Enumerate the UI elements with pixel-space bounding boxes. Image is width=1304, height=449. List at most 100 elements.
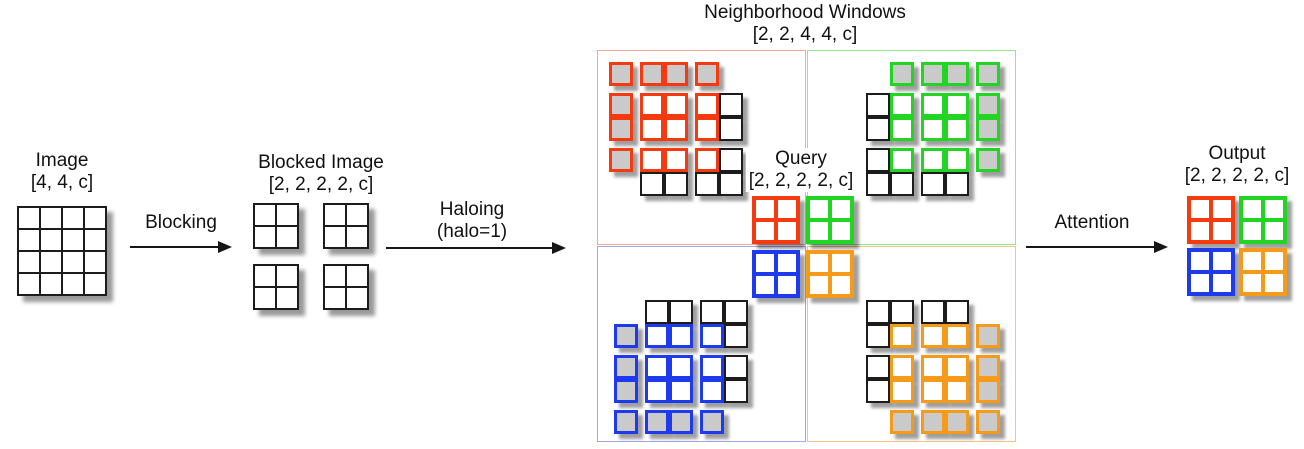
halo-cell [614, 324, 638, 348]
neighbor-cell [890, 172, 914, 196]
block-inner-cell [832, 200, 850, 218]
window-cell [669, 355, 693, 379]
window-cell [645, 324, 669, 348]
window-cell [664, 117, 688, 141]
block-inner-cell [1265, 274, 1283, 292]
blocked-image-block [323, 203, 369, 249]
grid-cell [254, 265, 276, 287]
block-inner-cell [810, 276, 828, 294]
neighborhood-window-green [866, 62, 1000, 196]
neighbor-cell [669, 300, 693, 324]
window-cell [921, 355, 945, 379]
block-inner-cell [756, 222, 774, 240]
neighbor-cell [866, 300, 890, 324]
halo-cell [640, 62, 664, 86]
block-inner-cell [1213, 274, 1231, 292]
window-cell [921, 148, 945, 172]
grid-cell [254, 287, 276, 309]
grid-cell [62, 251, 84, 273]
window-cell [640, 117, 664, 141]
halo-cell [976, 62, 1000, 86]
image-grid [17, 206, 107, 296]
blocking-arrow [130, 241, 232, 253]
window-cell [700, 355, 724, 379]
window-cell [890, 355, 914, 379]
neighbor-cell [724, 379, 748, 403]
halo-cell [614, 355, 638, 379]
window-cell [890, 117, 914, 141]
grid-cell [276, 226, 298, 248]
halo-cell [669, 410, 693, 434]
block-inner-cell [778, 200, 796, 218]
block-inner-cell [756, 200, 774, 218]
neighbor-cell [640, 172, 664, 196]
neighbor-cell [866, 324, 890, 348]
block-inner-cell [810, 200, 828, 218]
attention-arrow-label: Attention [1054, 212, 1130, 233]
window-boundary-bottom-left [597, 246, 806, 442]
block-inner-cell [778, 222, 796, 240]
neighborhood-window-orange [866, 300, 1000, 434]
grid-cell [254, 226, 276, 248]
window-cell [640, 93, 664, 117]
grid-cell [40, 229, 62, 251]
query-block-red [752, 196, 800, 244]
window-cell [890, 379, 914, 403]
block-inner-cell [778, 276, 796, 294]
halo-cell [921, 410, 945, 434]
window-cell [695, 117, 719, 141]
grid-cell [276, 265, 298, 287]
output-block-blue [1187, 248, 1235, 296]
block-inner-cell [756, 276, 774, 294]
window-boundary-top-right [807, 50, 1016, 245]
window-cell [664, 148, 688, 172]
halo-cell [890, 62, 914, 86]
grid-cell [254, 204, 276, 226]
query-stage-label: Query [2, 2, 2, 2, c] [745, 148, 857, 192]
output-title: Output [1208, 143, 1266, 164]
block-inner-cell [810, 222, 828, 240]
window-cell [664, 93, 688, 117]
halo-cell [609, 148, 633, 172]
block-inner-cell [756, 254, 774, 272]
halo-cell [700, 410, 724, 434]
neighbor-cell [724, 355, 748, 379]
halo-cell [976, 148, 1000, 172]
window-boundary-top-left [597, 50, 806, 245]
window-cell [700, 324, 724, 348]
neighbor-cell [700, 300, 724, 324]
output-block-green [1239, 196, 1287, 244]
neighbor-cell [921, 300, 945, 324]
block-inner-cell [832, 276, 850, 294]
output-stage-label: Output [2, 2, 2, 2, c] [1185, 143, 1290, 187]
grid-cell [276, 287, 298, 309]
image-title: Image [35, 150, 89, 171]
neighbor-cell [866, 172, 890, 196]
block-inner-cell [1191, 200, 1209, 218]
window-cell [945, 324, 969, 348]
haloing-label-line2: (halo=1) [436, 221, 508, 242]
block-inner-cell [810, 254, 828, 272]
grid-cell [62, 229, 84, 251]
blocking-arrow-label: Blocking [145, 212, 217, 233]
grid-cell [40, 251, 62, 273]
blocked-image-block [323, 264, 369, 310]
halo-cell [976, 379, 1000, 403]
neighbor-cell [724, 300, 748, 324]
grid-cell [62, 273, 84, 295]
halo-cell [609, 62, 633, 86]
halo-cell [614, 379, 638, 403]
neighbor-cell [719, 93, 743, 117]
halo-cell [976, 355, 1000, 379]
neighbor-cell [664, 172, 688, 196]
grid-cell [40, 273, 62, 295]
query-block-orange [806, 250, 854, 298]
block-inner-cell [1265, 222, 1283, 240]
halo-cell [945, 410, 969, 434]
grid-cell [84, 207, 106, 229]
halo-cell [976, 93, 1000, 117]
neighbor-cell [866, 355, 890, 379]
halo-cell [921, 62, 945, 86]
grid-cell [18, 229, 40, 251]
